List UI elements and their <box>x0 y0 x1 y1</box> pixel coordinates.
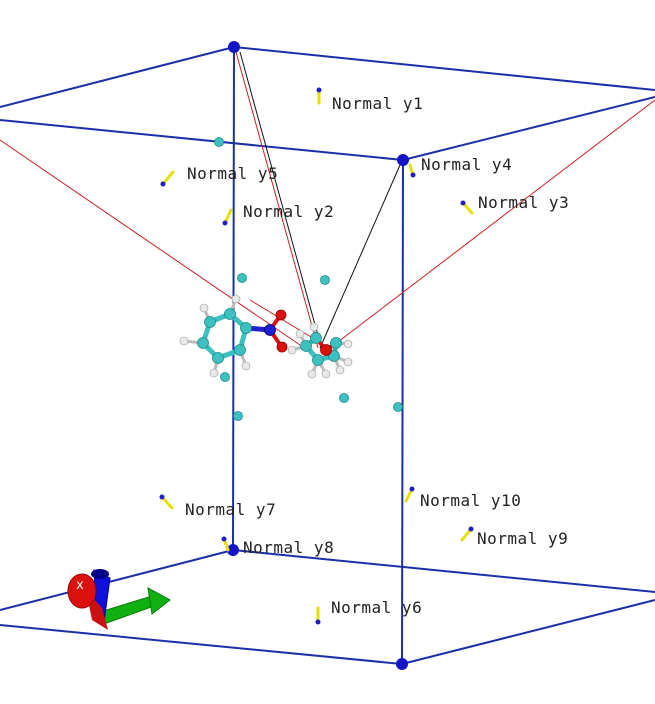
free-atom <box>339 393 349 403</box>
vertex-sphere <box>228 41 240 53</box>
box-edge <box>233 46 655 91</box>
hydrogen-atom <box>199 303 209 313</box>
normal-label: Normal y7 <box>185 500 276 519</box>
hydrogen-atom <box>309 322 319 332</box>
box-edge <box>401 599 655 665</box>
carbon-atom <box>240 322 252 334</box>
box-edge <box>401 159 404 665</box>
normal-label: Normal y10 <box>420 491 521 510</box>
box-edge <box>0 624 403 665</box>
carbon-atom <box>328 350 340 362</box>
free-atom <box>233 411 243 421</box>
hydrogen-atom <box>231 294 241 304</box>
vertex-sphere <box>397 154 409 166</box>
free-atom <box>320 275 330 285</box>
normal-probe-y3[interactable]: Normal y3 <box>460 193 570 215</box>
carbon-atom <box>224 308 236 320</box>
vertex-sphere <box>227 544 239 556</box>
normal-label: Normal y2 <box>243 202 334 221</box>
box-vertices <box>227 41 409 670</box>
red-connection-line <box>0 139 301 346</box>
normal-probe-y9[interactable]: Normal y9 <box>460 526 568 549</box>
oxygen-atom <box>276 341 288 353</box>
free-atom <box>214 137 224 147</box>
axis-x-head <box>67 573 97 609</box>
carbon-atom <box>330 337 342 349</box>
hydrogen-atom <box>307 369 317 379</box>
box-edge <box>402 96 655 161</box>
normal-probe-y8[interactable]: Normal y8 <box>221 536 335 558</box>
carbon-atom <box>197 337 209 349</box>
aromatic-molecule[interactable] <box>179 294 288 378</box>
normal-probes: Normal y1 Normal y2 Normal y3 Normal y4 … <box>159 87 570 625</box>
normal-label: Normal y8 <box>243 538 334 557</box>
hydrogen-atom <box>179 336 189 346</box>
normal-label: Normal y4 <box>421 155 512 174</box>
red-connection-line <box>235 51 319 349</box>
free-atom <box>237 273 247 283</box>
axis-z-head <box>91 569 109 579</box>
normal-probe-y6[interactable]: Normal y6 <box>315 598 423 625</box>
free-atoms <box>214 137 403 421</box>
free-atom <box>220 372 230 382</box>
oxygen-atom <box>275 309 287 321</box>
carbon-atom <box>234 344 246 356</box>
free-atom <box>393 402 403 412</box>
red-connection-line <box>329 99 655 349</box>
box-edge <box>0 46 235 108</box>
hydrogen-atom <box>295 329 305 339</box>
normal-probe-y10[interactable]: Normal y10 <box>404 486 521 511</box>
normal-label: Normal y3 <box>478 193 569 212</box>
axis-x-label: x <box>76 578 84 593</box>
axis-y-arrow-head <box>147 587 171 615</box>
oxygen-atom <box>320 344 332 356</box>
hydrogen-atom <box>321 369 331 379</box>
box-edge <box>232 549 655 593</box>
hydrogen-atom <box>335 365 345 375</box>
hydrogen-atom <box>343 357 353 367</box>
carbon-atom <box>212 352 224 364</box>
black-connection-line <box>319 164 401 349</box>
normal-label: Normal y6 <box>331 598 422 617</box>
axes-orientation-icon[interactable]: x <box>67 569 171 630</box>
hydrogen-atom <box>343 339 353 349</box>
cyclic-molecule[interactable] <box>287 322 353 379</box>
carbon-atom <box>300 340 312 352</box>
carbon-atom <box>312 354 324 366</box>
carbon-atom <box>204 316 216 328</box>
normal-label: Normal y1 <box>332 94 423 113</box>
vertex-sphere <box>396 658 408 670</box>
normal-probe-y4[interactable]: Normal y4 <box>408 155 512 178</box>
normal-probe-y1[interactable]: Normal y1 <box>316 87 424 114</box>
normal-probe-y5[interactable]: Normal y5 <box>160 164 279 187</box>
hydrogen-atom <box>287 345 297 355</box>
hydrogen-atom <box>209 368 219 378</box>
normal-probe-y7[interactable]: Normal y7 <box>159 494 277 520</box>
nitrogen-atom <box>264 324 276 336</box>
hydrogen-atom <box>241 361 251 371</box>
box-edge <box>0 119 404 161</box>
black-connection-line <box>239 51 323 351</box>
normal-label: Normal y5 <box>187 164 278 183</box>
carbon-atom <box>310 332 322 344</box>
axis-y-arrow-shaft <box>99 595 155 625</box>
box-edge <box>0 549 234 611</box>
normal-probe-y2[interactable]: Normal y2 <box>222 202 335 226</box>
normal-label: Normal y9 <box>477 529 568 548</box>
